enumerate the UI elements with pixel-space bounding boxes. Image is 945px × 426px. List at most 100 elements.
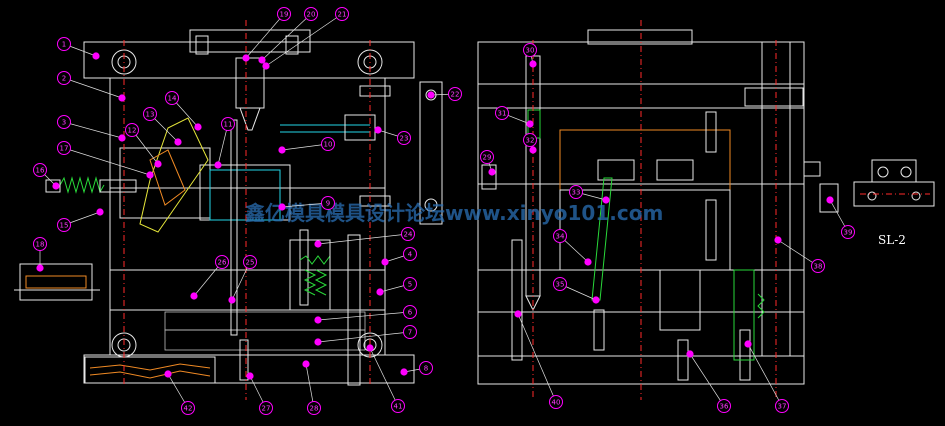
leader-37 (747, 343, 783, 407)
leader-dot-2 (118, 94, 126, 102)
callout-number-25: 25 (246, 259, 255, 267)
leader-dot-25 (228, 296, 236, 304)
angled-lifter (591, 177, 613, 301)
callout-balloon-37 (775, 399, 789, 413)
callout-balloon-7 (403, 325, 417, 339)
callout-number-4: 4 (408, 251, 413, 259)
leader-dot-34 (584, 258, 592, 266)
leader-dot-9 (278, 203, 286, 211)
leader-dot-8 (400, 368, 408, 376)
callout-balloon-42 (181, 401, 195, 415)
callout-balloon-33 (569, 185, 583, 199)
callout-number-27: 27 (262, 405, 271, 413)
callout-balloon-24 (401, 227, 415, 241)
callout-balloon-5 (403, 277, 417, 291)
callout-balloon-39 (841, 225, 855, 239)
callout-number-1: 1 (62, 41, 66, 49)
callout-number-18: 18 (36, 241, 45, 249)
callout-number-16: 16 (36, 167, 45, 175)
leader-dot-10 (278, 146, 286, 154)
callout-balloon-8 (419, 361, 433, 375)
callout-number-19: 19 (280, 11, 289, 19)
callout-number-12: 12 (128, 127, 137, 135)
callout-number-2: 2 (62, 75, 66, 83)
detail-view-18 (19, 263, 93, 301)
leader-dot-28 (302, 360, 310, 368)
callout-balloon-27 (259, 401, 273, 415)
slider-spring (59, 176, 105, 194)
leader-dot-23 (374, 126, 382, 134)
leader-12 (131, 129, 159, 165)
callout-balloon-15 (57, 218, 71, 232)
callout-balloon-11 (221, 117, 235, 131)
leader-10 (281, 143, 329, 151)
callout-balloon-26 (215, 255, 229, 269)
callout-balloon-13 (143, 107, 157, 121)
callout-balloon-34 (553, 229, 567, 243)
leader-dot-16 (52, 182, 60, 190)
leader-24 (317, 233, 409, 245)
leader-dot-33 (602, 196, 610, 204)
callout-number-21: 21 (338, 11, 347, 19)
callout-number-24: 24 (404, 231, 413, 239)
callout-balloon-10 (321, 137, 335, 151)
callout-balloon-9 (321, 196, 335, 210)
leader-dot-19 (242, 54, 250, 62)
callout-number-22: 22 (451, 91, 460, 99)
leader-25 (231, 261, 251, 301)
leader-20 (261, 13, 312, 61)
callout-balloon-21 (335, 7, 349, 21)
callout-balloon-23 (397, 131, 411, 145)
leader-dot-4 (381, 258, 389, 266)
callout-balloon-25 (243, 255, 257, 269)
callout-balloon-19 (277, 7, 291, 21)
bottom-clamp-plate (83, 354, 415, 384)
callout-balloon-18 (33, 237, 47, 251)
callout-balloon-40 (549, 395, 563, 409)
leader-dot-31 (526, 120, 534, 128)
leader-dot-37 (744, 340, 752, 348)
callout-number-23: 23 (400, 135, 409, 143)
callout-number-5: 5 (408, 281, 412, 289)
callout-number-40: 40 (552, 399, 561, 407)
leader-dot-13 (174, 138, 182, 146)
callout-number-33: 33 (572, 189, 581, 197)
leader-dot-38 (774, 236, 782, 244)
side-strap (419, 81, 443, 225)
callout-balloon-14 (165, 91, 179, 105)
leader-40 (517, 313, 557, 403)
leader-dot-32 (529, 146, 537, 154)
callout-number-41: 41 (394, 403, 403, 411)
angle-pin (139, 117, 209, 233)
callout-balloon-22 (448, 87, 462, 101)
callout-number-30: 30 (526, 47, 535, 55)
leader-dot-21 (262, 62, 270, 70)
leader-dot-15 (96, 208, 104, 216)
callout-balloon-35 (553, 277, 567, 291)
leader-dot-35 (592, 296, 600, 304)
callout-balloon-1 (57, 37, 71, 51)
leader-dot-18 (36, 264, 44, 272)
leader-dot-6 (314, 316, 322, 324)
watermark: 鑫亿模具模具设计论坛www.xinyo101.com (245, 201, 663, 225)
callout-balloon-3 (57, 115, 71, 129)
callout-balloon-28 (307, 401, 321, 415)
leader-dot-42 (164, 370, 172, 378)
leader-38 (777, 239, 819, 267)
leader-9 (281, 202, 329, 208)
leader-3 (63, 121, 123, 139)
left-view (14, 20, 443, 400)
callout-balloon-17 (57, 141, 71, 155)
leader-21 (265, 13, 343, 67)
callout-number-3: 3 (62, 119, 66, 127)
locating-ring (189, 29, 311, 53)
callout-balloon-38 (811, 259, 825, 273)
callout-balloon-31 (495, 106, 509, 120)
leader-26 (193, 261, 223, 297)
leader-7 (317, 331, 411, 343)
leader-dot-17 (146, 171, 154, 179)
callout-number-6: 6 (408, 309, 413, 317)
callout-balloon-2 (57, 71, 71, 85)
callout-balloon-30 (523, 43, 537, 57)
